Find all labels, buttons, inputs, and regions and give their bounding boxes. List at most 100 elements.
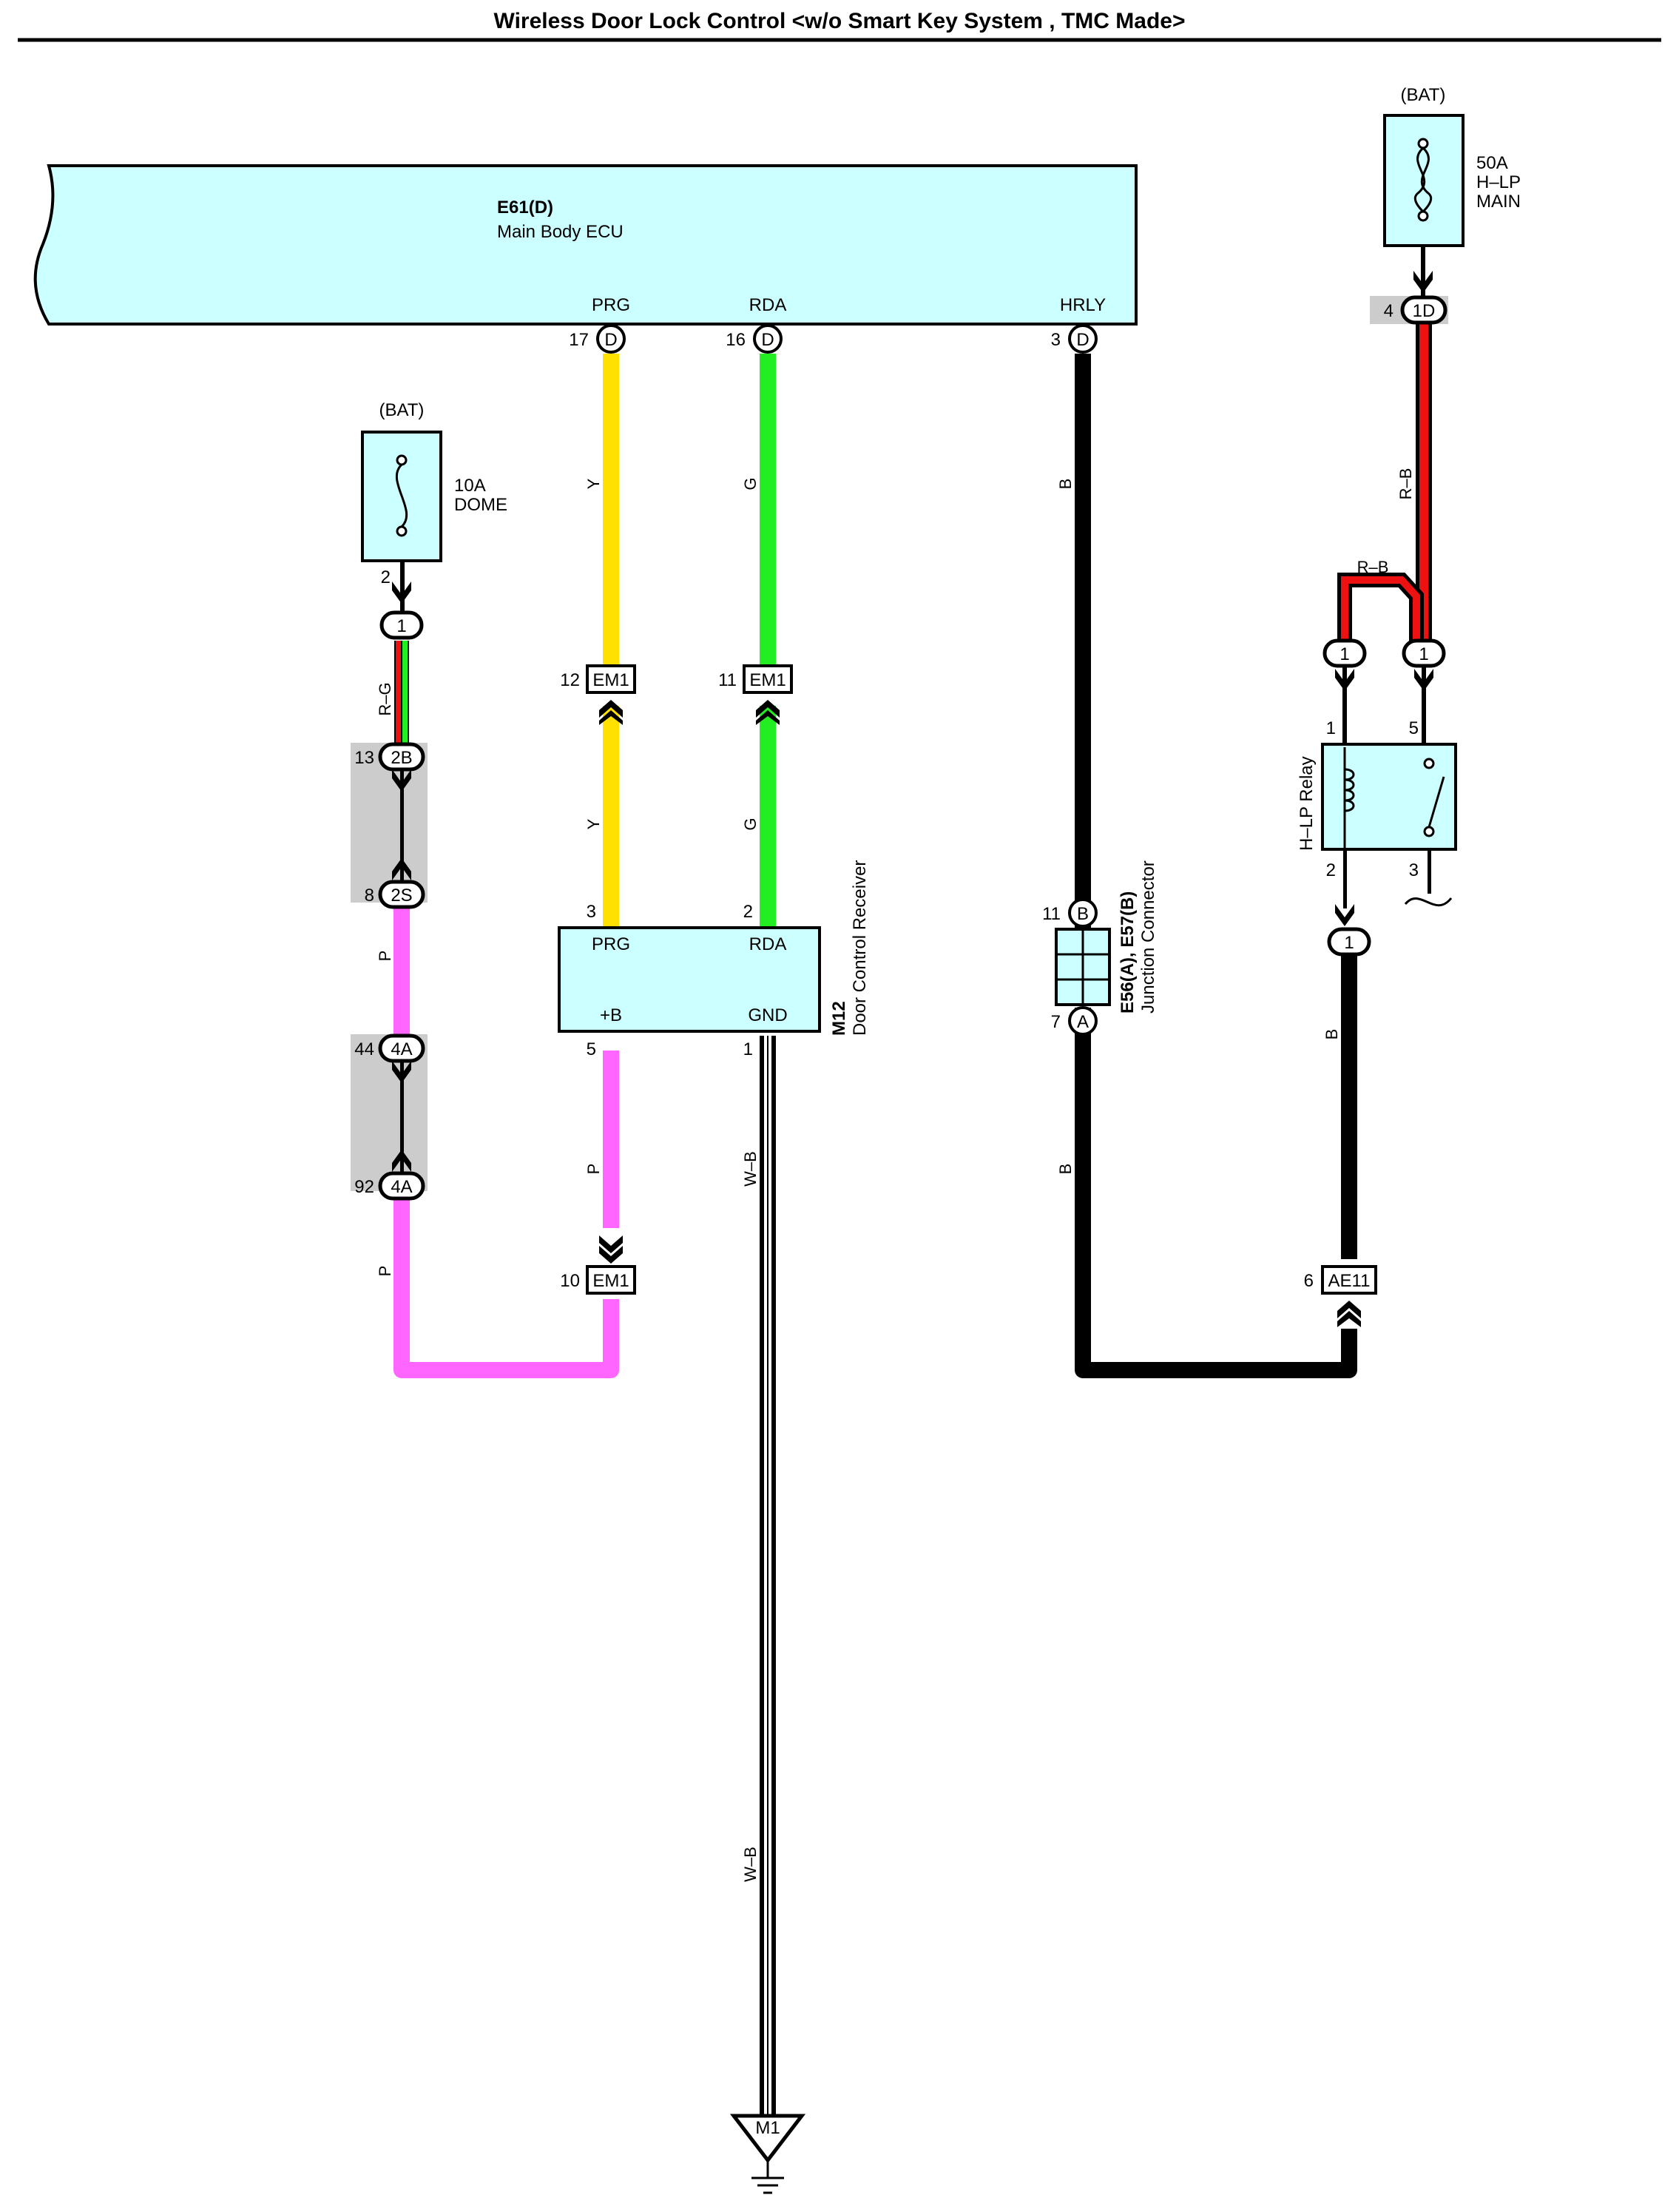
relay-connector-right: 1	[1402, 638, 1446, 691]
connector-4a-upper: 4A 44	[354, 1033, 425, 1063]
fuse-hlp-main: (BAT) 50A H–LP MAIN	[1383, 85, 1521, 293]
svg-text:2B: 2B	[391, 748, 412, 768]
svg-text:EM1: EM1	[592, 670, 629, 690]
svg-text:11: 11	[1042, 904, 1061, 924]
svg-text:17: 17	[569, 330, 589, 350]
receiver-pin-gnd-num: 1	[743, 1039, 753, 1059]
svg-text:92: 92	[354, 1177, 374, 1197]
svg-text:13: 13	[354, 748, 374, 768]
svg-text:12: 12	[560, 670, 580, 690]
main-body-ecu: E61(D) Main Body ECU PRG RDA HRLY	[33, 164, 1138, 326]
wire-label-p-upper: P	[376, 951, 394, 962]
wire-yellow-upper	[603, 354, 619, 664]
wire-label-rg: R–G	[376, 682, 394, 715]
receiver-pin-rda-num: 2	[743, 902, 753, 922]
arrow-2s-up	[392, 858, 411, 880]
wire-green-upper	[760, 354, 776, 664]
ecu-name: Main Body ECU	[497, 222, 624, 242]
wire-black-relay	[1341, 956, 1357, 1259]
wire-label-rb-horizontal: R–B	[1357, 558, 1389, 576]
ecu-terminal-rda: D 16	[726, 324, 783, 354]
svg-text:4A: 4A	[391, 1177, 412, 1197]
svg-text:11: 11	[718, 670, 737, 690]
wire-relay-pin3-break	[1404, 897, 1453, 907]
relay-connector-left: 1	[1322, 638, 1367, 691]
receiver-pin-gnd-label: GND	[748, 1005, 787, 1025]
arrow-4a-down	[392, 1061, 411, 1083]
svg-text:7: 7	[1051, 1012, 1061, 1032]
wire-black-relay-edge	[1341, 956, 1357, 965]
relay-connector-bottom: 1	[1327, 927, 1371, 957]
fuse-dome: (BAT) 10A DOME 2	[361, 400, 507, 604]
connector-1d: 1D 4	[1370, 295, 1448, 325]
wire-pink-receiver	[603, 1051, 619, 1228]
svg-text:M1: M1	[755, 2118, 780, 2138]
hlp-relay: 1 5 2 3 H–LP Relay	[1297, 718, 1457, 880]
arrow-2b-down	[392, 769, 411, 792]
wire-between-4a-4a	[400, 1061, 404, 1173]
diagram-title: Wireless Door Lock Control <w/o Smart Ke…	[494, 9, 1186, 33]
receiver-pin-rda-label: RDA	[749, 934, 787, 954]
wire-label-wb-lower: W–B	[741, 1847, 760, 1882]
connector-2s: 2S 8	[365, 880, 425, 909]
wire-between-2b-2s	[400, 769, 404, 882]
wire-label-rb-vertical: R–B	[1396, 468, 1415, 500]
wire-relay-left-in	[1342, 666, 1347, 755]
receiver-name: Door Control Receiver	[850, 860, 870, 1036]
connector-em1-prg: EM1 12	[560, 664, 636, 725]
fuse-hlp-name1: H–LP	[1476, 172, 1521, 192]
fuse-hlp-name2: MAIN	[1476, 192, 1521, 212]
svg-text:1: 1	[396, 616, 406, 636]
arrow-relay-pin2	[1335, 904, 1354, 926]
wire-label-p-lower: P	[376, 1266, 394, 1277]
wire-label-b-lower: B	[1056, 1164, 1075, 1175]
ground-m1: M1	[729, 2114, 806, 2194]
svg-text:3: 3	[1051, 330, 1061, 350]
wire-red-black	[1337, 324, 1432, 644]
svg-text:A: A	[1077, 1012, 1089, 1032]
relay-pin-2: 2	[1326, 860, 1336, 880]
svg-text:16: 16	[726, 330, 746, 350]
receiver-pin-plusb-label: +B	[600, 1005, 622, 1025]
junction-connector: B 11 A 7 E56(A), E57(B) Junction Connect…	[1042, 860, 1158, 1036]
ecu-terminal-prg: D 17	[569, 324, 626, 354]
wire-fuse-dome-out	[400, 531, 405, 613]
relay-name: H–LP Relay	[1297, 756, 1317, 851]
wire-green-lower	[760, 706, 776, 928]
connector-em1-rda: EM1 11	[718, 664, 793, 725]
svg-text:B: B	[1077, 904, 1089, 924]
wire-black-upper	[1075, 354, 1091, 906]
wire-fuse-hlp-out	[1421, 215, 1425, 296]
receiver-pin-prg-label: PRG	[592, 934, 630, 954]
wire-label-b-relay: B	[1322, 1029, 1341, 1040]
ecu-pin-hrly-label: HRLY	[1060, 295, 1106, 315]
svg-text:8: 8	[365, 886, 374, 906]
svg-text:AE11: AE11	[1328, 1271, 1371, 1291]
svg-text:6: 6	[1304, 1271, 1314, 1291]
wire-red-green	[394, 641, 409, 752]
ecu-pin-rda-label: RDA	[749, 295, 787, 315]
svg-text:10: 10	[560, 1271, 580, 1291]
svg-text:D: D	[761, 330, 774, 350]
wire-yellow-lower	[603, 706, 619, 928]
receiver-pin-plusb-num: 5	[587, 1039, 596, 1059]
relay-pin-3: 3	[1409, 860, 1419, 880]
svg-text:2S: 2S	[391, 886, 412, 906]
junction-code: E56(A), E57(B)	[1118, 891, 1138, 1014]
door-control-receiver: PRG RDA +B GND 3 2 5 1 M12 Door Control …	[558, 860, 870, 1059]
ecu-pin-prg-label: PRG	[592, 295, 630, 315]
svg-text:1: 1	[1419, 644, 1428, 664]
fuse-dome-rating: 10A	[454, 476, 486, 496]
wire-label-y-upper: Y	[584, 478, 603, 489]
connector-em1-plus-b: EM1 10	[560, 1235, 636, 1295]
wire-label-y-lower: Y	[584, 818, 603, 829]
fuse-dome-connector: 1	[379, 610, 424, 640]
wire-white-black	[760, 1036, 776, 2116]
wire-black-lower	[1075, 1034, 1357, 1378]
wire-label-g-upper: G	[741, 477, 760, 490]
svg-text:EM1: EM1	[749, 670, 786, 690]
svg-text:D: D	[604, 330, 617, 350]
wire-label-p-receiver: P	[584, 1164, 603, 1175]
wire-label-g-lower: G	[741, 817, 760, 830]
